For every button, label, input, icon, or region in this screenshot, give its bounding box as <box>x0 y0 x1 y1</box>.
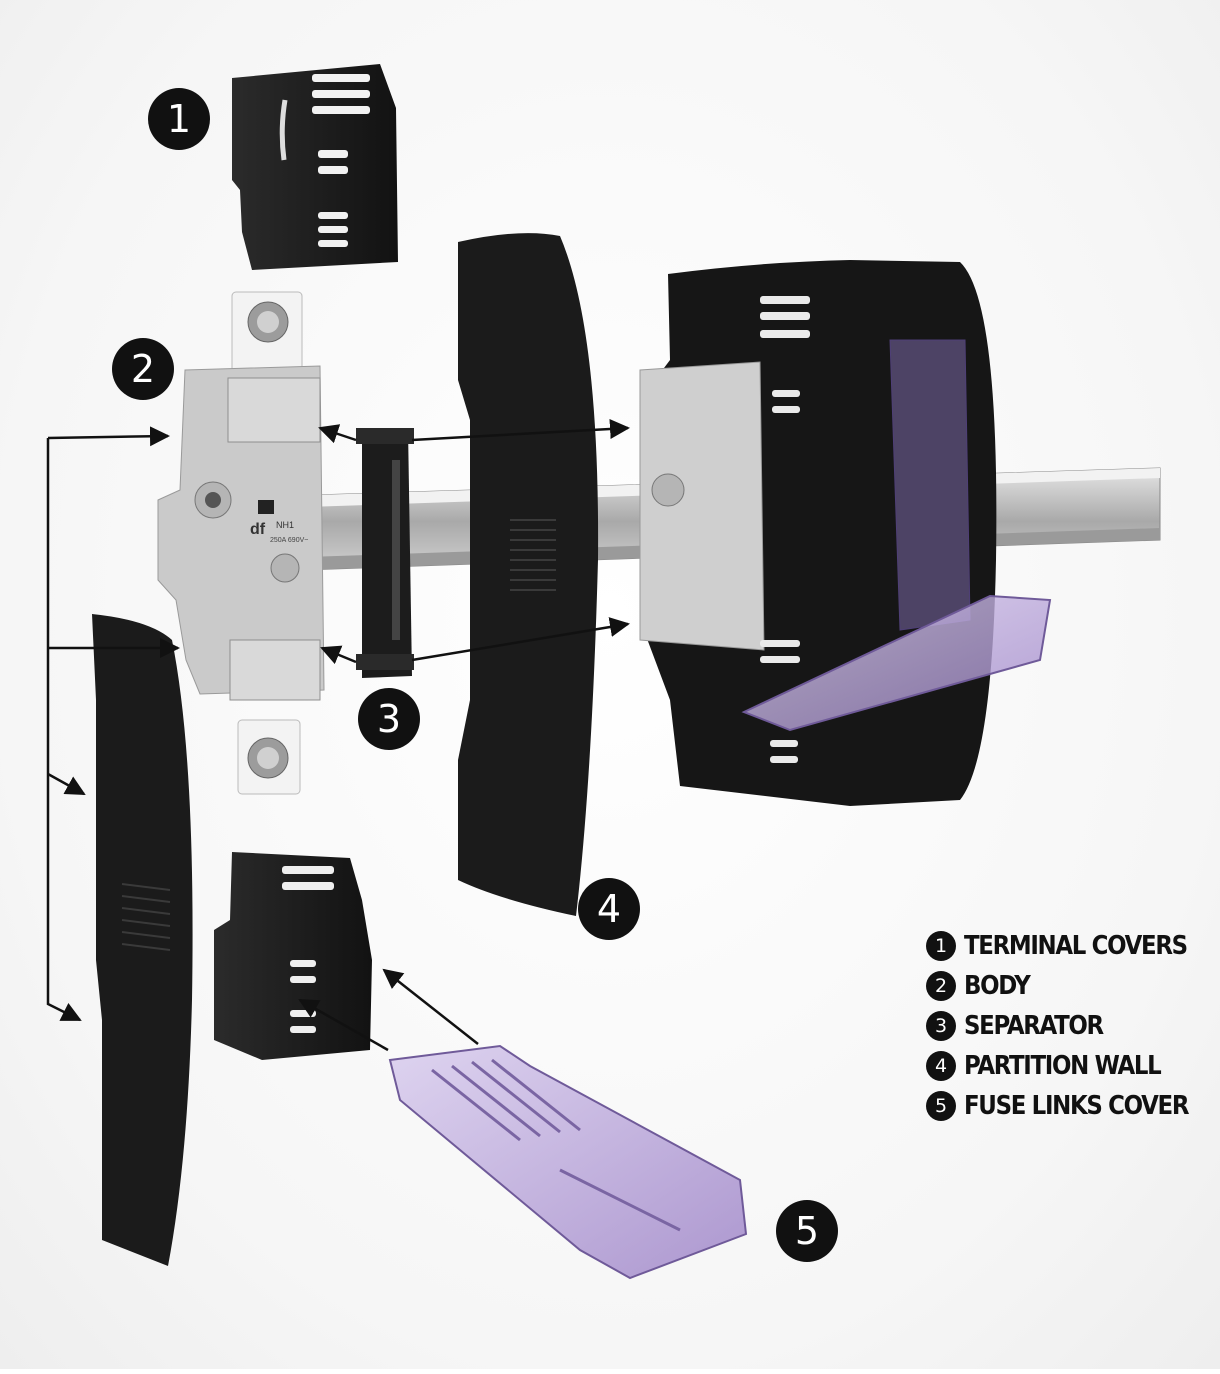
legend-label: BODY <box>964 971 1031 1001</box>
terminal-cover-top <box>232 64 398 270</box>
callout-3: 3 <box>358 688 420 750</box>
legend-number: 5 <box>926 1091 956 1121</box>
separator-part <box>356 428 414 678</box>
partition-wall-left <box>92 614 193 1266</box>
legend-label: FUSE LINKS COVER <box>964 1091 1189 1121</box>
callout-4: 4 <box>578 878 640 940</box>
callout-5: 5 <box>776 1200 838 1262</box>
legend-item: 3 SEPARATOR <box>926 1006 1206 1046</box>
body-model-text: NH1 <box>276 520 294 530</box>
legend-number: 3 <box>926 1011 956 1041</box>
legend-number: 1 <box>926 931 956 961</box>
terminal-cover-bottom <box>214 852 372 1060</box>
legend-label: TERMINAL COVERS <box>964 931 1188 961</box>
fuse-links-cover <box>388 1044 748 1280</box>
partition-wall-center <box>458 233 599 916</box>
body-rating-text: 250A 690V~ <box>270 537 308 544</box>
assembled-fuse-unit <box>639 260 1052 806</box>
legend-label: SEPARATOR <box>964 1011 1104 1041</box>
assembly-arrows <box>46 419 630 1052</box>
legend-label: PARTITION WALL <box>964 1051 1162 1081</box>
legend-number: 4 <box>926 1051 956 1081</box>
callout-1: 1 <box>148 88 210 150</box>
legend-number: 2 <box>926 971 956 1001</box>
legend-item: 4 PARTITION WALL <box>926 1046 1206 1086</box>
legend-item: 1 TERMINAL COVERS <box>926 926 1206 966</box>
body-brand-text: df <box>250 521 266 538</box>
fuse-base-body: df NH1 250A 690V~ <box>157 291 325 795</box>
callout-2: 2 <box>112 338 174 400</box>
legend-item: 5 FUSE LINKS COVER <box>926 1086 1206 1126</box>
parts-legend: 1 TERMINAL COVERS 2 BODY 3 SEPARATOR 4 P… <box>926 926 1206 1126</box>
legend-item: 2 BODY <box>926 966 1206 1006</box>
